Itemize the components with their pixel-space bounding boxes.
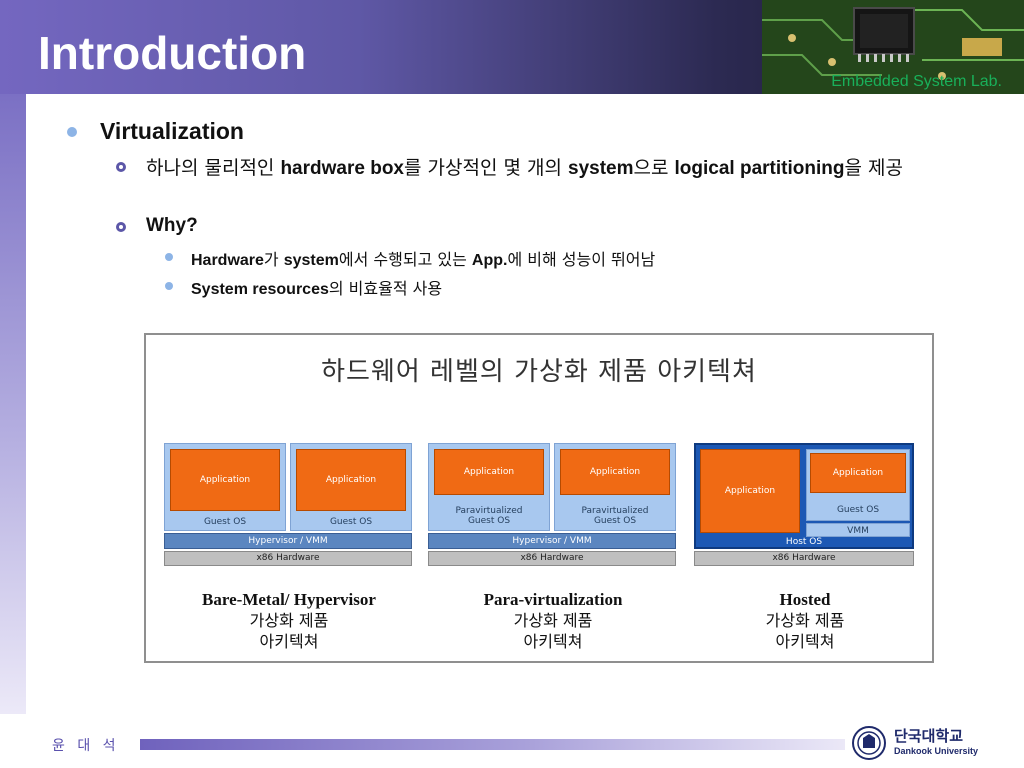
slide-title: Introduction: [38, 27, 307, 79]
para-virtualization-diagram: Application Paravirtualized Guest OS App…: [428, 443, 678, 567]
guest-vm: Application Paravirtualized Guest OS: [554, 443, 676, 531]
university-name-korean: 단국대학교: [894, 727, 964, 745]
architecture-figure: 하드웨어 레벨의 가상화 제품 아키텍쳐 Application Guest O…: [144, 333, 934, 663]
bullet-resources: System resources의 비효율적 사용: [191, 279, 443, 298]
application-box: Application: [170, 449, 280, 511]
figure-title: 하드웨어 레벨의 가상화 제품 아키텍쳐: [321, 357, 757, 387]
guest-vm: Application Guest OS: [290, 443, 412, 531]
university-seal-icon: [852, 726, 886, 760]
hypervisor-layer: Hypervisor / VMM: [428, 533, 676, 549]
application-box: Application: [296, 449, 406, 511]
guest-os-label: Guest OS: [203, 517, 247, 527]
paravirtualized-os-label: Paravirtualized Guest OS: [455, 506, 523, 526]
slide-header: Introduction Embedded System Lab.: [0, 0, 1024, 94]
bullet-dot-icon: [67, 127, 77, 137]
application-box: Application: [434, 449, 544, 495]
host-os-frame: Application Application Guest OS VMM Hos…: [694, 443, 914, 549]
application-box: Application: [560, 449, 670, 495]
host-application-box: Application: [700, 449, 800, 533]
guest-vm: Application Guest OS: [806, 449, 910, 521]
university-name-english: Dankook University: [894, 746, 979, 756]
bullet-ring-icon: [116, 162, 126, 172]
guest-vm: Application Guest OS: [164, 443, 286, 531]
bullet-performance: Hardware가 system에서 수행되고 있는 App.에 비해 성능이 …: [191, 250, 656, 269]
hypervisor-layer: Hypervisor / VMM: [164, 533, 412, 549]
lab-name: Embedded System Lab.: [831, 73, 1002, 90]
guest-os-label: Guest OS: [836, 505, 880, 515]
hardware-layer: x86 Hardware: [164, 551, 412, 566]
bullet-why: Why?: [146, 215, 198, 236]
author-name: 윤 대 석: [52, 738, 120, 754]
paravirtualized-os-label: Paravirtualized Guest OS: [581, 506, 649, 526]
hosted-diagram: Application Application Guest OS VMM Hos…: [694, 443, 916, 567]
bullet-ring-icon: [116, 222, 126, 232]
guest-application-box: Application: [810, 453, 906, 493]
left-decoration-strip: [0, 94, 26, 714]
bullet-dot-icon: [165, 282, 173, 290]
host-os-label: Host OS: [785, 537, 823, 547]
hosted-caption: Hosted 가상화 제품 아키텍쳐: [765, 590, 845, 651]
bullet-virtualization: Virtualization: [100, 118, 244, 144]
hardware-layer: x86 Hardware: [428, 551, 676, 566]
bullet-dot-icon: [165, 253, 173, 261]
guest-vm: Application Paravirtualized Guest OS: [428, 443, 550, 531]
circuit-board-image: [762, 0, 1024, 94]
bare-metal-caption: Bare-Metal/ Hypervisor 가상화 제품 아키텍쳐: [202, 590, 376, 651]
footer-bar: [140, 739, 845, 750]
hardware-layer: x86 Hardware: [694, 551, 914, 566]
para-virtualization-caption: Para-virtualization 가상화 제품 아키텍쳐: [483, 590, 623, 651]
bare-metal-diagram: Application Guest OS Application Guest O…: [164, 443, 414, 567]
guest-os-label: Guest OS: [329, 517, 373, 527]
bullet-logical-partitioning: 하나의 물리적인 hardware box를 가상적인 몇 개의 system으…: [146, 157, 903, 179]
circuit-board-icon: [762, 0, 1024, 94]
vmm-layer: VMM: [806, 523, 910, 537]
